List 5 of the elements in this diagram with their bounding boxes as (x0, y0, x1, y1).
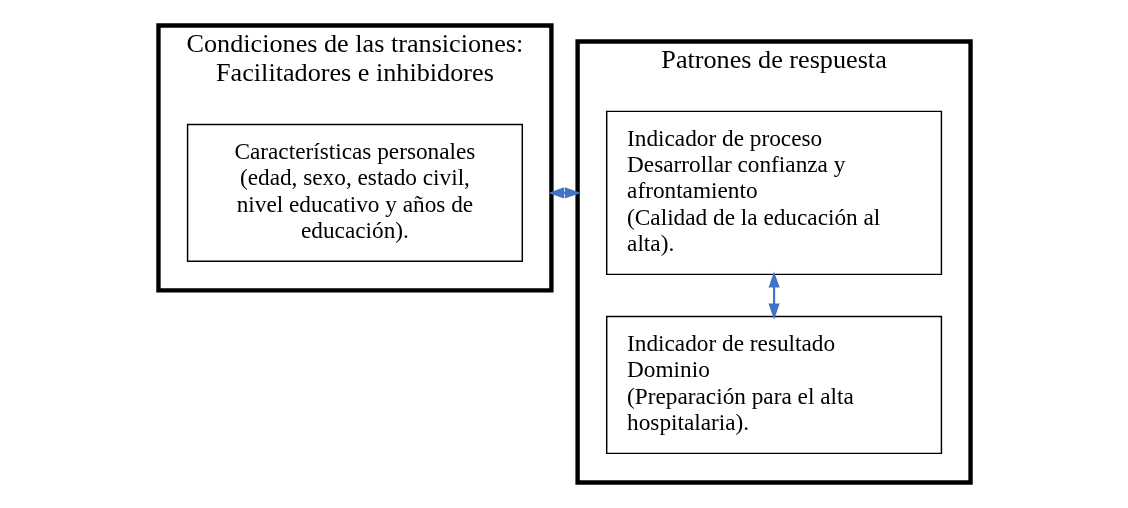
node-box: Indicador de proceso Desarrollar confianza y afrontamiento (Calidad de la educación al alta). (605, 110, 942, 276)
arrow (547, 187, 581, 199)
node-box: Indicador de resultado Dominio (Preparación para el alta hospitalaria). (605, 315, 942, 455)
arrow (767, 271, 780, 320)
node-box: Características personales (edad, sexo, estado civil, nivel educativo y años de educación). (186, 123, 523, 262)
